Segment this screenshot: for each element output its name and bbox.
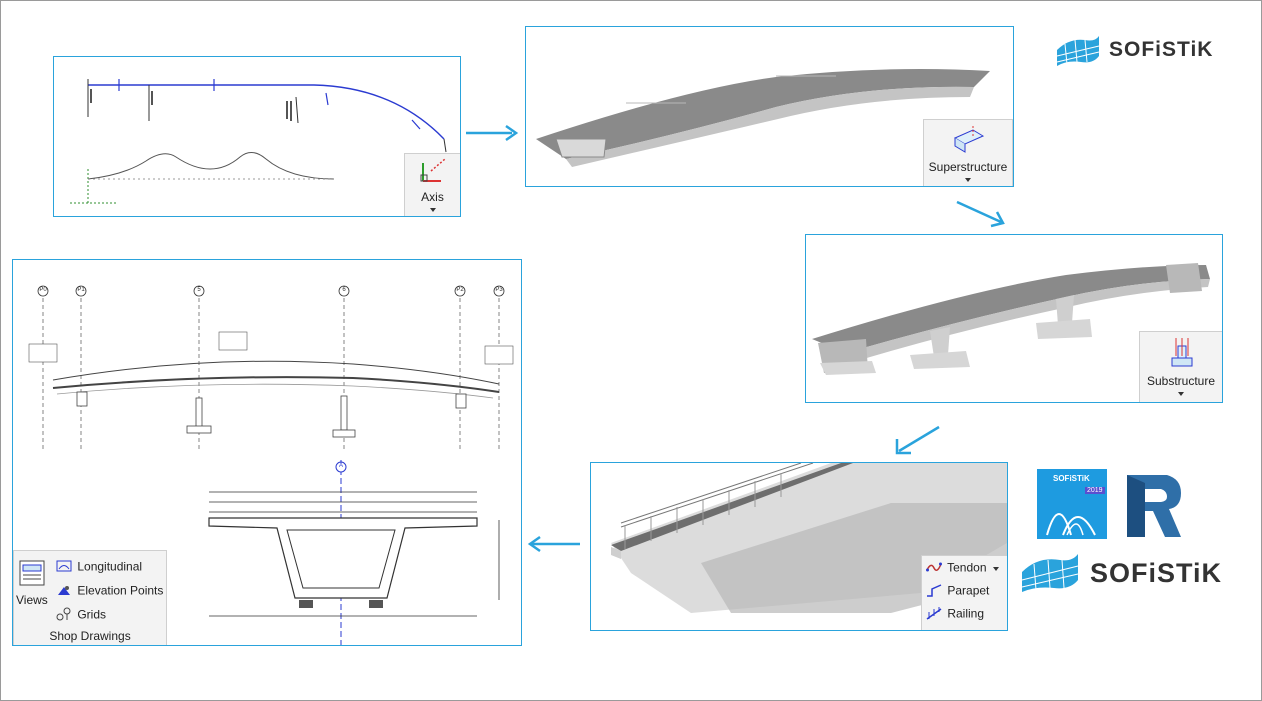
shop-drawings-group-label: Shop Drawings xyxy=(49,629,131,643)
superstructure-model xyxy=(536,69,990,167)
section-marker: A xyxy=(338,463,343,469)
ribbon-item-longitudinal[interactable]: Longitudinal xyxy=(56,559,142,576)
details-ribbon-group: Tendon Parapet Railing xyxy=(921,555,1007,630)
elevation-points-icon xyxy=(56,583,74,600)
longitudinal-drawing xyxy=(28,285,514,645)
details-panel: Tendon Parapet Railing xyxy=(590,462,1008,631)
views-icon xyxy=(19,560,45,586)
brand-name-top: SOFiSTiK xyxy=(1109,38,1214,61)
ribbon-item-tendon[interactable]: Tendon xyxy=(926,560,999,577)
flow-arrow-down-right xyxy=(956,200,1005,228)
grid-marker-p0: P0 xyxy=(39,287,47,293)
longitudinal-label: Longitudinal xyxy=(77,559,143,574)
railing-label: Railing xyxy=(947,606,985,621)
axis-dropdown-caret[interactable] xyxy=(430,208,436,212)
superstructure-dropdown-caret[interactable] xyxy=(965,178,971,182)
grid-marker-p2: P2 xyxy=(456,287,464,293)
grid-marker-p1: P1 xyxy=(77,287,85,293)
axis-panel: Axis xyxy=(53,56,461,217)
brand-name-bottom: SOFiSTiK xyxy=(1090,558,1223,588)
tendon-icon xyxy=(926,560,944,577)
revit-logo: R xyxy=(1121,471,1185,541)
railing-icon xyxy=(926,606,944,623)
substructure-ribbon-label: Substructure xyxy=(1146,374,1216,388)
axis-icon xyxy=(420,158,446,182)
shop-drawings-ribbon-group: Views Longitudinal Elevation Points Grid… xyxy=(13,550,167,645)
tendon-dropdown-caret[interactable] xyxy=(992,566,999,571)
ribbon-item-parapet[interactable]: Parapet xyxy=(926,583,989,600)
badge-bridge-icon xyxy=(1046,513,1096,536)
grid-marker-p3: P3 xyxy=(495,287,503,293)
ribbon-item-railing[interactable]: Railing xyxy=(926,606,984,623)
badge-year: 2019 xyxy=(1085,487,1105,494)
grid-marker-5: 5 xyxy=(197,287,201,293)
ribbon-item-grids[interactable]: Grids xyxy=(56,607,106,624)
sofistik-mesh-icon xyxy=(1056,36,1100,66)
grid-marker-6: 6 xyxy=(342,287,346,293)
substructure-dropdown-caret[interactable] xyxy=(1178,392,1184,396)
flow-arrow-right xyxy=(466,124,519,142)
tendon-label: Tendon xyxy=(947,560,987,575)
views-label: Views xyxy=(16,593,48,607)
flow-arrow-left xyxy=(527,535,580,553)
superstructure-ribbon-button[interactable]: Superstructure xyxy=(923,119,1013,186)
ribbon-item-elevation-points[interactable]: Elevation Points xyxy=(56,583,163,600)
axis-ribbon-button[interactable]: Axis xyxy=(404,153,460,216)
sofistik-mesh-icon-large xyxy=(1021,554,1079,592)
substructure-model xyxy=(812,263,1210,375)
flow-arrow-down-left xyxy=(895,425,940,455)
substructure-panel: Substructure xyxy=(805,234,1223,403)
parapet-label: Parapet xyxy=(947,583,990,598)
sofistik-logo-top: SOFiSTiK xyxy=(1055,34,1235,68)
revit-icon xyxy=(1127,475,1181,537)
superstructure-ribbon-label: Superstructure xyxy=(928,160,1008,174)
views-button[interactable]: Views xyxy=(16,559,50,609)
sofistik-2019-badge: SOFiSTiK 2019 xyxy=(1037,469,1107,539)
sofistik-logo-bottom: SOFiSTiK xyxy=(1020,552,1250,594)
grids-label: Grids xyxy=(77,607,107,622)
superstructure-icon xyxy=(953,126,985,153)
substructure-ribbon-button[interactable]: Substructure xyxy=(1139,331,1222,402)
longitudinal-icon xyxy=(56,559,74,576)
superstructure-panel: Superstructure xyxy=(525,26,1014,187)
axis-ribbon-label: Axis xyxy=(421,190,444,204)
badge-brand-name: SOFiSTiK xyxy=(1053,474,1090,483)
elevation-points-label: Elevation Points xyxy=(77,583,164,598)
grids-icon xyxy=(56,607,74,624)
substructure-icon xyxy=(1171,338,1193,367)
parapet-icon xyxy=(926,583,944,600)
axis-plan-drawing xyxy=(70,79,447,204)
drawings-panel: P0 P1 5 6 P2 P3 A Views Longitudinal Ele… xyxy=(12,259,522,646)
